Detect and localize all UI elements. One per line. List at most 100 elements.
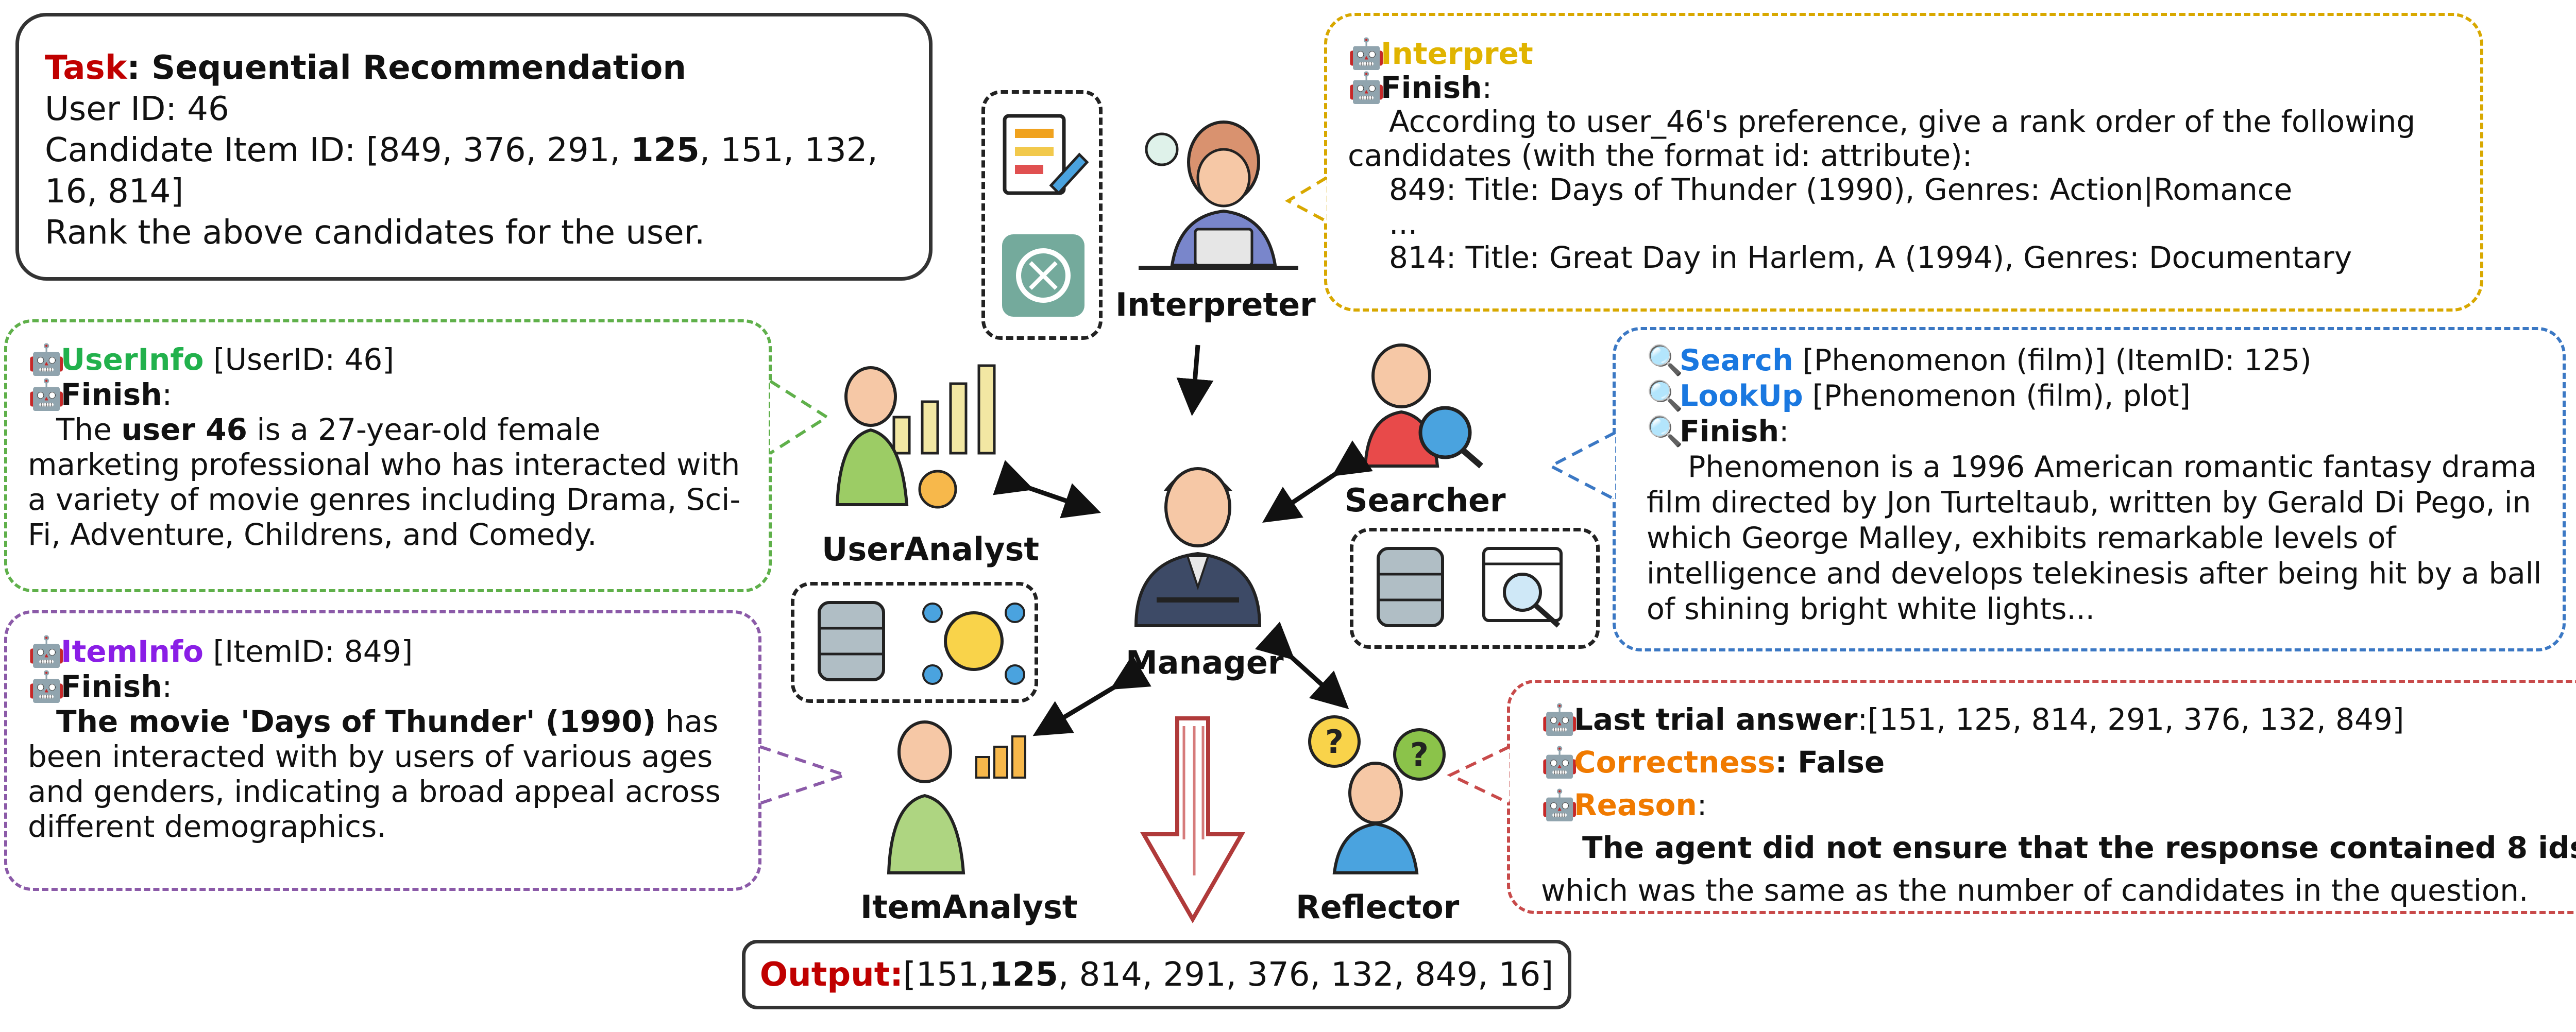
task-instruction: Rank the above candidates for the user.: [45, 214, 705, 252]
search-text-line2: film directed by Jon Turteltaub, written…: [1647, 486, 2531, 520]
searcher-tools-group: [1350, 528, 1600, 649]
interpreter-person-icon: [1139, 121, 1298, 270]
search-text-line3: which George Malley, exhibits remarkable…: [1647, 521, 2396, 555]
reflector-text-line2: which was the same as the number of cand…: [1541, 873, 2529, 908]
task-candidates-bold: 125: [631, 131, 700, 169]
output-arrow: [1140, 716, 1245, 924]
iteminfo-bubble: 🤖ItemInfo [ItemID: 849] 🤖Finish: The mov…: [4, 610, 761, 891]
iteminfo-action-arg: [ItemID: 849]: [204, 634, 413, 669]
search-text-line4: intelligence and develops telekinesis af…: [1647, 557, 2542, 591]
reflector-bubble-tail: [1447, 745, 1511, 805]
itemanalyst-person-icon: [887, 720, 1026, 874]
task-candidates: Candidate Item ID: [849, 376, 291, 125, …: [45, 130, 903, 171]
iteminfo-l1-post: has: [656, 704, 719, 739]
userinfo-text-line1: The user 46 is a 27-year-old female: [28, 412, 748, 447]
task-box: Task: Sequential Recommendation User ID:…: [15, 13, 933, 281]
search-text-line5: of shining bright white lights...: [1647, 592, 2095, 626]
task-candidates-line2: 16, 814]: [45, 173, 184, 211]
search-action: Search: [1680, 343, 1793, 377]
interpret-action: Interpret: [1381, 36, 1533, 71]
reflector-label: Reflector: [1296, 888, 1460, 926]
task-candidates-post: , 151, 132,: [699, 131, 878, 169]
userinfo-l1-bold: user 46: [121, 412, 247, 447]
task-user-id: User ID: 46: [45, 90, 229, 128]
useranalyst-label: UserAnalyst: [822, 530, 1040, 568]
output-post: , 814, 291, 376, 132, 849, 16]: [1058, 955, 1554, 994]
output-bold: 125: [989, 955, 1058, 994]
interpreter-to-manager-arrow: [1176, 345, 1214, 416]
useranalyst-person-icon: [835, 364, 996, 509]
task-title-prefix: Task: [45, 49, 127, 87]
userinfo-text-line3: a variety of movie genres including Dram…: [28, 482, 741, 517]
iteminfo-text-line2: been interacted with by users of various…: [28, 739, 713, 774]
reflector-correctness-value: : False: [1775, 745, 1885, 780]
search-finish: Finish: [1680, 415, 1780, 449]
reflector-answer-label: Last trial answer: [1574, 702, 1858, 737]
reflector-reason-colon: :: [1697, 787, 1707, 822]
output-label: Output:: [759, 955, 903, 994]
interpret-text-line5: 814: Title: Great Day in Harlem, A (1994…: [1389, 240, 2352, 275]
userinfo-text-line2: marketing professional who has interacte…: [28, 447, 740, 482]
userinfo-action: UserInfo: [61, 342, 204, 377]
reflector-text-line1: The agent did not ensure that the respon…: [1582, 830, 2576, 865]
task-title: Task: Sequential Recommendation: [45, 47, 903, 89]
userinfo-finish-line: 🤖Finish:: [28, 377, 173, 412]
iteminfo-text-line1: The movie 'Days of Thunder' (1990) has: [28, 704, 738, 739]
useranalyst-manager-arrow: [993, 460, 1101, 519]
iteminfo-finish: Finish: [61, 669, 162, 704]
interpreter-label: Interpreter: [1115, 286, 1316, 323]
userinfo-text-line4: Fi, Adventure, Childrens, and Comedy.: [28, 517, 597, 552]
iteminfo-text-line3: and genders, indicating a broad appeal a…: [28, 774, 721, 809]
reflector-manager-arrow: [1255, 622, 1349, 710]
interpret-finish: Finish: [1381, 70, 1482, 105]
interpret-text-line4: ...: [1389, 206, 1418, 241]
reflector-person-icon: ? ?: [1308, 715, 1446, 874]
iteminfo-action-line: 🤖ItemInfo [ItemID: 849]: [28, 634, 738, 669]
output-box: Output: [151, 125, 814, 291, 376, 132, 8…: [742, 940, 1571, 1009]
iteminfo-action: ItemInfo: [61, 634, 204, 669]
document-icon: [1003, 114, 1089, 195]
iteminfo-bubble-tail: [759, 745, 850, 805]
useranalyst-tools-group: [791, 582, 1038, 703]
userinfo-action-arg: [UserID: 46]: [204, 342, 394, 377]
lookup-action-line: 🔍LookUp [Phenomenon (film), plot]: [1647, 379, 2532, 414]
interpreter-bubble: 🤖Interpret 🤖Finish: According to user_46…: [1324, 13, 2483, 312]
output-arrow-hatching: [1182, 726, 1205, 875]
search-action-arg: [Phenomenon (film)] (ItemID: 125): [1793, 343, 2312, 377]
userinfo-action-line: 🤖UserInfo [UserID: 46]: [28, 342, 748, 377]
userinfo-bubble-tail: [769, 380, 830, 455]
iteminfo-l1-bold: The movie 'Days of Thunder' (1990): [56, 704, 656, 739]
searcher-bubble: 🔍Search [Phenomenon (film)] (ItemID: 125…: [1613, 327, 2566, 651]
userinfo-finish: Finish: [61, 377, 162, 412]
userinfo-l1-pre: The: [56, 412, 122, 447]
chatgpt-logo-icon: [1002, 234, 1084, 317]
reflector-correctness-line: 🤖Correctness: False: [1541, 741, 2568, 784]
searcher-manager-arrow: [1262, 440, 1373, 523]
web-search-icon: [1482, 547, 1563, 628]
reflector-answer-line: 🤖Last trial answer:[151, 125, 814, 291, …: [1541, 698, 2568, 741]
searcher-person-icon: [1363, 343, 1483, 469]
svg-text:?: ?: [1325, 723, 1344, 761]
reflector-bubble: 🤖Last trial answer:[151, 125, 814, 291, …: [1507, 680, 2576, 914]
reflector-reason-label: Reason: [1574, 787, 1697, 822]
userinfo-bubble: 🤖UserInfo [UserID: 46] 🤖Finish: The user…: [4, 319, 772, 592]
interpreter-bubble-tail: [1284, 176, 1328, 223]
search-action-line: 🔍Search [Phenomenon (film)] (ItemID: 125…: [1647, 343, 2532, 379]
interpreter-tools-group: [981, 90, 1103, 340]
userinfo-l1-post: is a 27-year-old female: [247, 412, 601, 447]
task-title-rest: : Sequential Recommendation: [127, 49, 686, 87]
iteminfo-finish-line: 🤖Finish:: [28, 669, 173, 704]
database-icon: [818, 601, 885, 681]
interpret-action-line: 🤖Interpret: [1348, 37, 2460, 71]
itemanalyst-label: ItemAnalyst: [860, 888, 1078, 926]
search-text-line1: Phenomenon is a 1996 American romantic f…: [1688, 450, 2537, 484]
svg-text:?: ?: [1410, 736, 1429, 773]
interpret-finish-line: 🤖Finish:: [1348, 70, 1493, 105]
interpret-text-line3: 849: Title: Days of Thunder (1990), Genr…: [1389, 172, 2293, 207]
lookup-action-arg: [Phenomenon (film), plot]: [1803, 379, 2191, 413]
search-bubble-tail: [1547, 431, 1616, 501]
task-candidates-pre: Candidate Item ID: [849, 376, 291,: [45, 131, 631, 169]
interpret-text-line1: According to user_46's preference, give …: [1389, 104, 2416, 139]
user-network-icon: [922, 603, 1025, 685]
itemanalyst-manager-arrow: [1032, 655, 1151, 736]
